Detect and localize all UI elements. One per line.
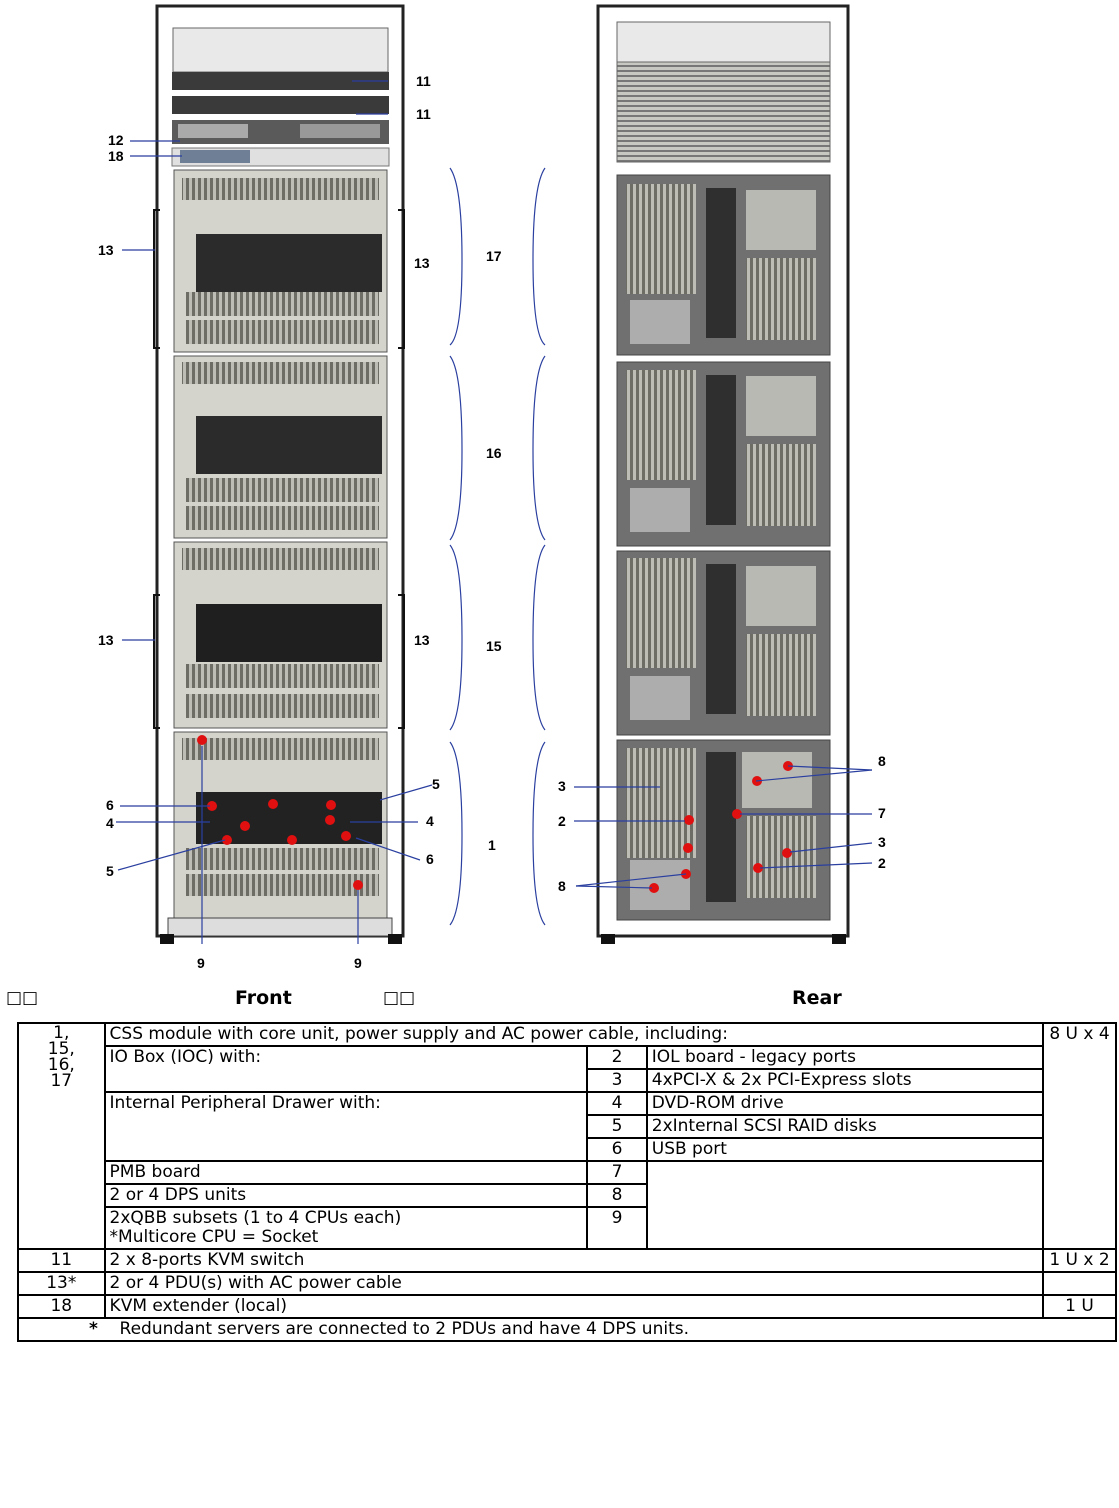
- rear-leader-lines: [532, 167, 873, 926]
- placeholder-glyphs: □□: [383, 988, 416, 1008]
- callout-13: 13: [98, 242, 114, 258]
- item-description: DVD-ROM drive: [645, 1091, 1044, 1116]
- item-description: 4xPCI-X & 2x PCI-Express slots: [645, 1068, 1044, 1093]
- kvm-switch-size: 1 U x 2: [1041, 1248, 1118, 1273]
- rear-css-module-17: [616, 174, 831, 356]
- kvm-extender-description: KVM extender (local): [103, 1294, 1044, 1319]
- callout-1: 1: [488, 837, 496, 853]
- item-number: 9: [586, 1206, 648, 1250]
- callout-9: 9: [197, 955, 205, 971]
- front-css-module-16: [173, 355, 388, 539]
- item-number: 4: [586, 1091, 648, 1116]
- callout-labels: 11 11 12 18 13 13 13 13 17 16 15 1 6 4 5…: [98, 73, 886, 971]
- rear-css-module-15: [616, 550, 831, 736]
- item-number: 8: [586, 1183, 648, 1208]
- callout-11: 11: [416, 106, 431, 122]
- callout-13: 13: [414, 632, 430, 648]
- callout-2: 2: [878, 855, 886, 871]
- item-label: 2 or 4 DPS units: [103, 1183, 589, 1208]
- kvm-switch-description: 2 x 8-ports KVM switch: [103, 1248, 1044, 1273]
- ipd-label: Internal Peripheral Drawer with:: [103, 1091, 589, 1162]
- rear-rack: [596, 4, 850, 944]
- rear-caption: Rear: [792, 987, 842, 1009]
- item-label: PMB board: [103, 1160, 589, 1185]
- item-description: 2xInternal SCSI RAID disks: [645, 1114, 1044, 1139]
- callout-3: 3: [558, 778, 566, 794]
- empty-cell: [1041, 1271, 1118, 1296]
- kvm-extender-size: 1 U: [1041, 1294, 1118, 1319]
- component-legend-table: 1, 15, 16, 17 CSS module with core unit,…: [17, 1022, 1118, 1342]
- front-css-module-15: [173, 541, 388, 729]
- pdu-description: 2 or 4 PDU(s) with AC power cable: [103, 1271, 1044, 1296]
- callout-13: 13: [414, 255, 430, 271]
- callout-18: 18: [108, 148, 124, 164]
- callout-15: 15: [486, 638, 502, 654]
- item-description: IOL board - legacy ports: [645, 1045, 1044, 1070]
- callout-7: 7: [878, 805, 886, 821]
- callout-9: 9: [354, 955, 362, 971]
- item-number: 3: [586, 1068, 648, 1093]
- css-module-size: 8 U x 4: [1041, 1022, 1118, 1250]
- callout-17: 17: [486, 248, 502, 264]
- item-number: 2: [586, 1045, 648, 1070]
- callout-8: 8: [878, 753, 886, 769]
- callout-8: 8: [558, 878, 566, 894]
- callout-5: 5: [106, 863, 114, 879]
- callout-4: 4: [106, 815, 114, 831]
- callout-6: 6: [106, 797, 114, 813]
- front-rack: [153, 4, 405, 944]
- callout-6: 6: [426, 851, 434, 867]
- kvm-extender-id: 18: [17, 1294, 106, 1319]
- rear-css-module-16: [616, 361, 831, 547]
- front-css-module-1: [173, 731, 388, 919]
- ioc-label: IO Box (IOC) with:: [103, 1045, 589, 1093]
- callout-2: 2: [558, 813, 566, 829]
- callout-12: 12: [108, 132, 124, 148]
- front-css-module-17: [173, 169, 388, 353]
- css-module-description: CSS module with core unit, power supply …: [103, 1022, 1044, 1047]
- rack-figure: 11 11 12 18 13 13 13 13 17 16 15 1 6 4 5…: [98, 4, 886, 971]
- item-description: USB port: [645, 1137, 1044, 1162]
- front-leader-lines: [116, 80, 463, 944]
- item-label: 2xQBB subsets (1 to 4 CPUs each) *Multic…: [103, 1206, 589, 1250]
- placeholder-glyphs: □□: [6, 988, 39, 1008]
- empty-cell: [645, 1160, 1044, 1250]
- kvm-switch-id: 11: [17, 1248, 106, 1273]
- footnote-text: Redundant servers are connected to 2 PDU…: [119, 1319, 689, 1339]
- callout-3: 3: [878, 834, 886, 850]
- item-number: 6: [586, 1137, 648, 1162]
- callout-11: 11: [416, 73, 431, 89]
- item-number: 7: [586, 1160, 648, 1185]
- front-caption: Front: [235, 987, 292, 1009]
- callout-13: 13: [98, 632, 114, 648]
- callout-4: 4: [426, 813, 434, 829]
- footnote: * Redundant servers are connected to 2 P…: [17, 1317, 1117, 1342]
- item-number: 5: [586, 1114, 648, 1139]
- footnote-mark: *: [89, 1319, 98, 1339]
- css-module-ids: 1, 15, 16, 17: [17, 1022, 106, 1250]
- callout-5: 5: [432, 776, 440, 792]
- callout-16: 16: [486, 445, 502, 461]
- pdu-id: 13*: [17, 1271, 106, 1296]
